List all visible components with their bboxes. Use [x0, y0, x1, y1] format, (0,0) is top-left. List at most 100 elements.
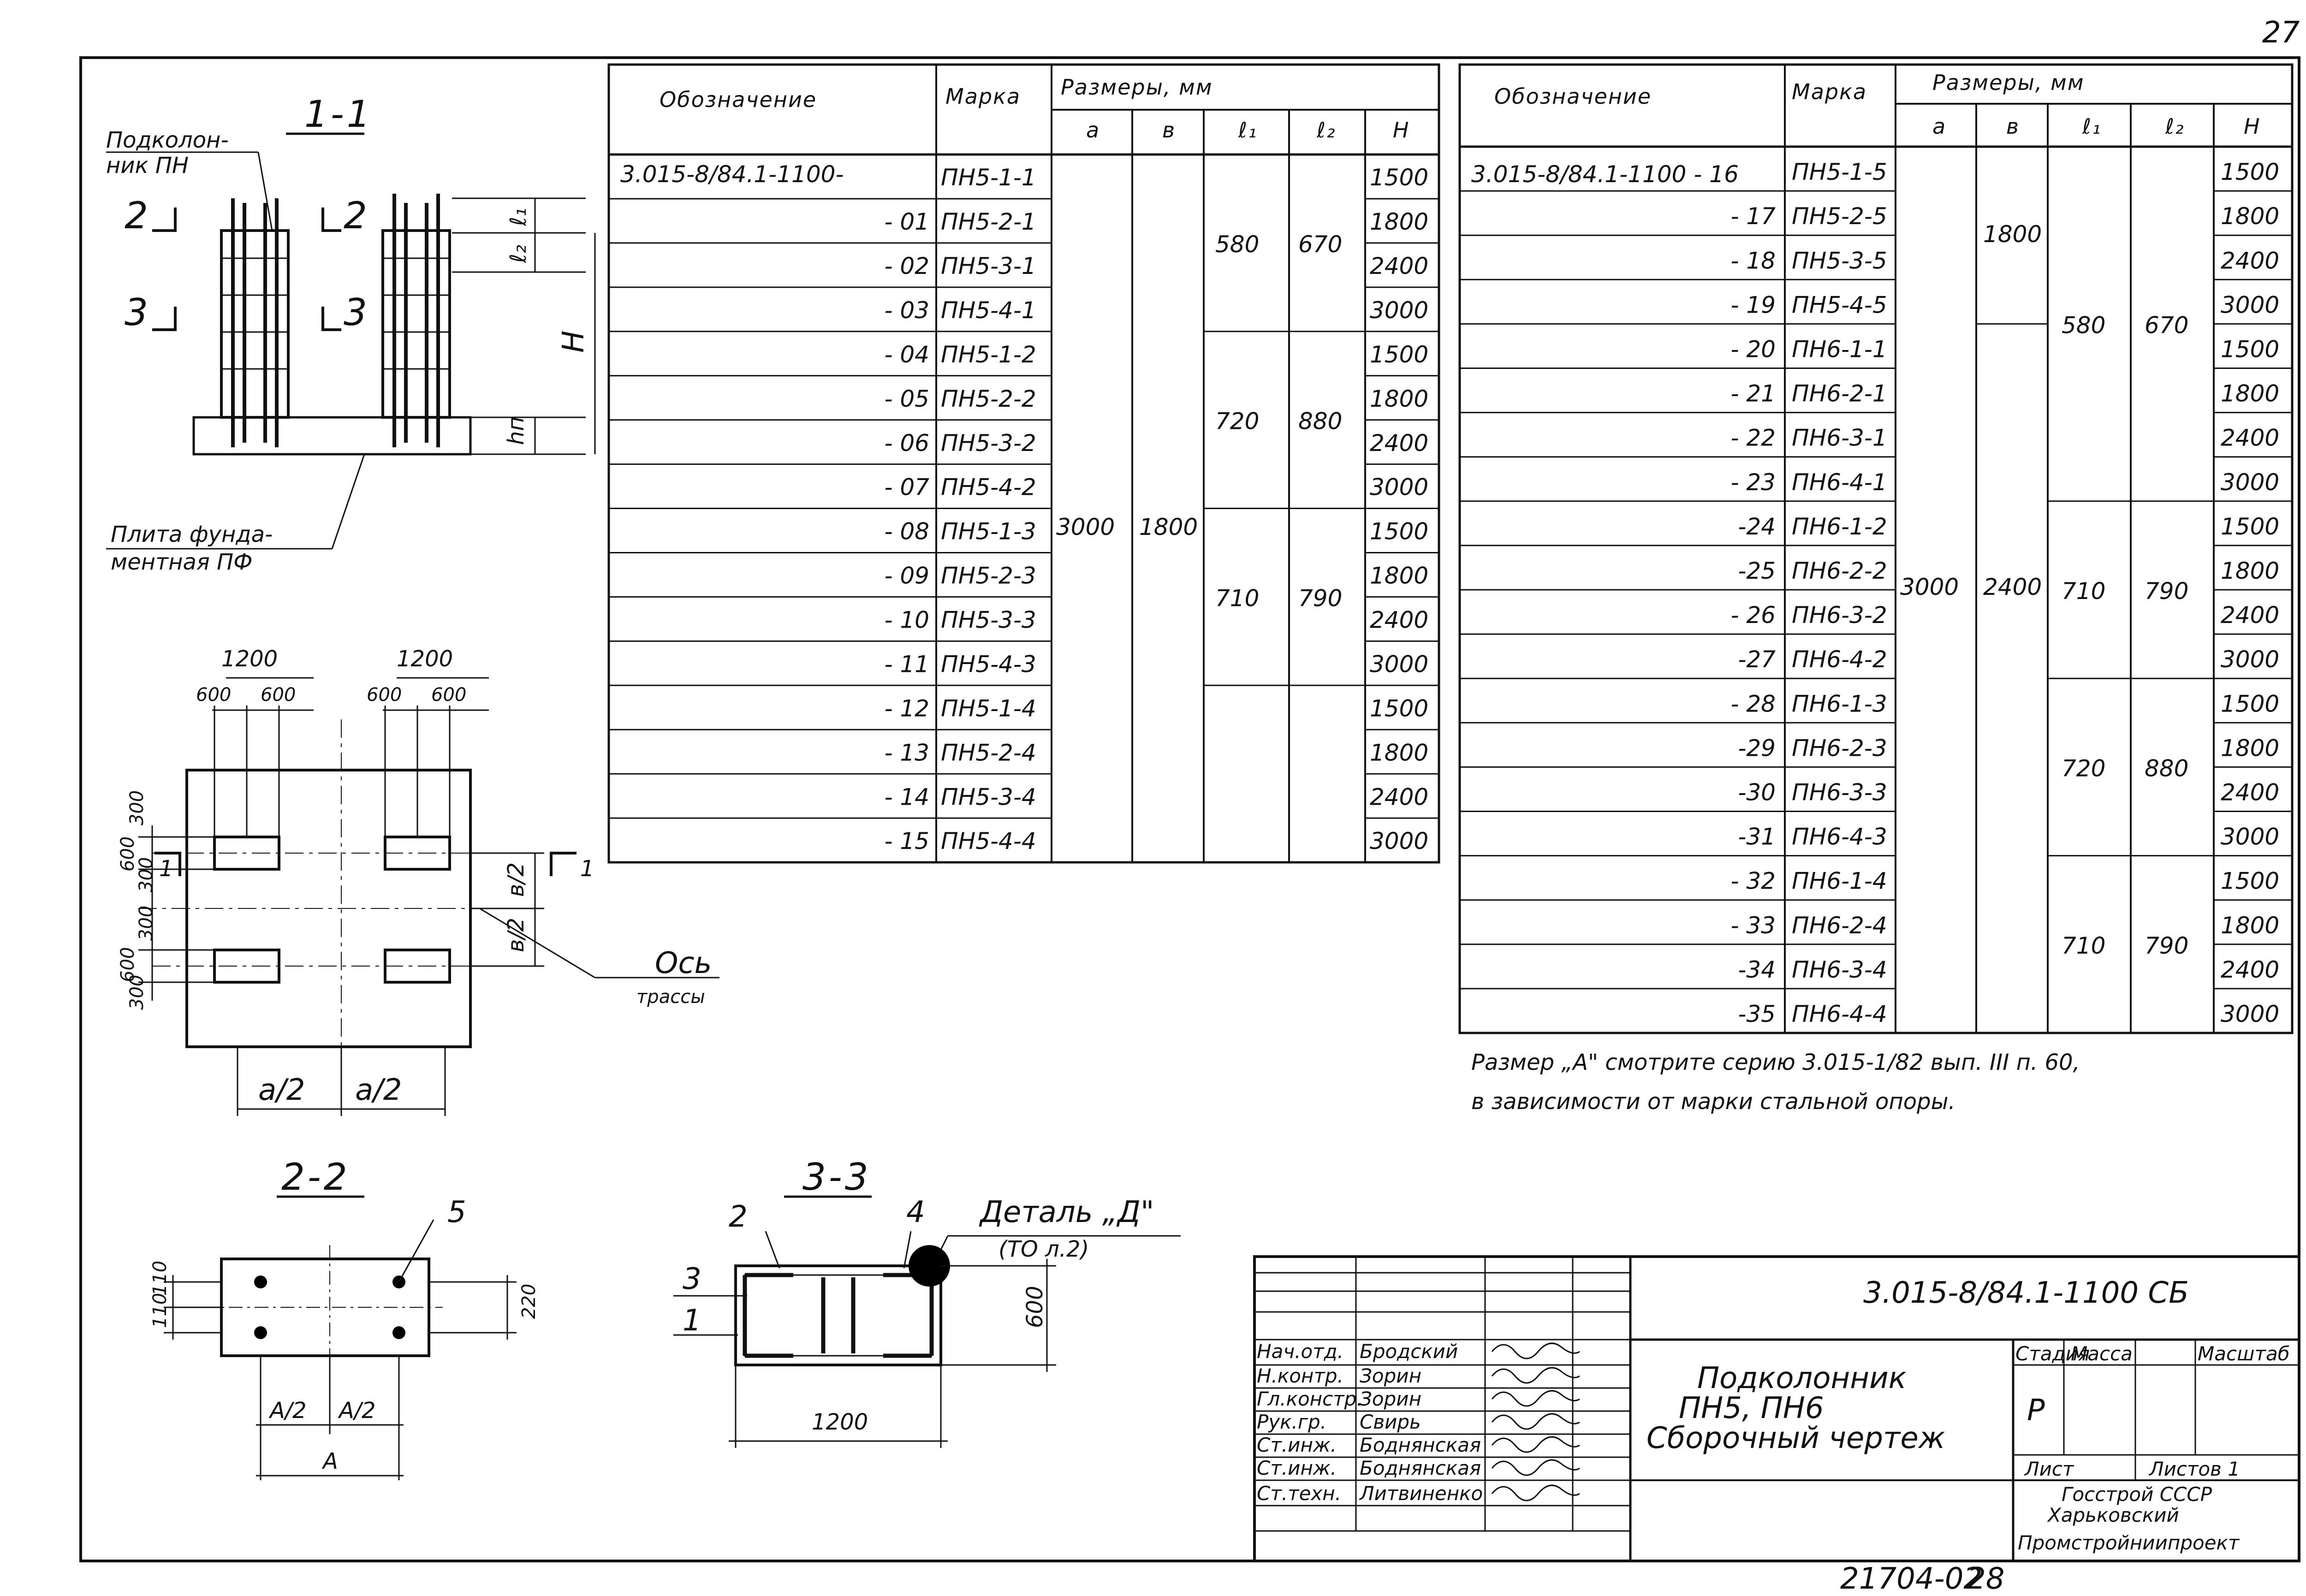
right-row-h: 2400: [2221, 956, 2279, 983]
cut-2-right: 2: [344, 194, 370, 237]
foundation-plan: 1200 1200 600 600 600 600 300 600 300 30…: [117, 646, 719, 1116]
left-row-mark: ПН5-2-4: [941, 739, 1036, 766]
right-row-h: 1500: [2221, 513, 2279, 540]
left-row-h: 2400: [1370, 430, 1428, 457]
section-2-2-dim-A2-left: А/2: [268, 1398, 307, 1424]
left-value-a: 3000: [1056, 514, 1115, 540]
left-row-designation: - 15: [884, 828, 929, 854]
right-row-designation: - 20: [1730, 336, 1776, 362]
left-header-a: а: [1086, 118, 1100, 142]
right-row-mark: ПН6-1-3: [1792, 690, 1887, 717]
signature: [1491, 1459, 1580, 1476]
detail-d-ref: (ТО л.2): [998, 1236, 1089, 1262]
section-2-2-label: 2-2: [281, 1156, 350, 1198]
right-l2-group: 880: [2145, 755, 2188, 782]
right-row-mark: ПН6-2-3: [1792, 735, 1887, 761]
section-2-2-callout-5: 5: [447, 1195, 466, 1229]
right-row-designation: - 19: [1730, 291, 1776, 318]
right-row-designation: - 28: [1730, 690, 1776, 717]
mass-header: Масса: [2071, 1342, 2133, 1365]
left-row-mark: ПН5-3-1: [941, 253, 1036, 279]
right-row-mark: ПН6-1-2: [1792, 513, 1887, 540]
org-line1: Госстрой СССР: [2062, 1483, 2212, 1506]
footer-page: 28: [1967, 1562, 2004, 1596]
title-block: Нач.отд.БродскийН.контр.ЗоринГл.констр.З…: [1253, 1255, 2300, 1562]
right-header-b: в: [2006, 114, 2020, 139]
column-label-line2: ник ПН: [106, 153, 189, 178]
staff-name: Бродский: [1360, 1340, 1458, 1363]
right-l1-group: 710: [2062, 578, 2105, 605]
sheets-label: Листов 1: [2148, 1458, 2240, 1480]
sheet-frame: [79, 56, 2300, 1562]
left-row-mark: ПН5-4-4: [941, 828, 1036, 854]
signature: [1491, 1484, 1580, 1501]
right-row-mark: ПН6-4-1: [1792, 469, 1887, 496]
cut-2-left: 2: [125, 194, 151, 237]
left-l1-group: 720: [1215, 408, 1259, 435]
left-row-mark: ПН5-3-4: [941, 783, 1036, 810]
signature: [1491, 1436, 1580, 1453]
staff-name: Боднянская: [1360, 1434, 1481, 1456]
left-row-mark: ПН5-1-2: [941, 341, 1036, 368]
right-row-mark: ПН5-2-5: [1792, 203, 1887, 230]
left-header-b: в: [1162, 118, 1176, 142]
sheet-number: 27: [2262, 16, 2300, 50]
right-l1-group: 720: [2062, 755, 2105, 782]
left-row-mark: ПН5-4-1: [941, 297, 1036, 324]
dim-l1: ℓ₁: [505, 208, 531, 226]
plan-dim-600-d: 600: [431, 684, 466, 706]
plan-dim-1200-left: 1200: [221, 646, 278, 672]
right-row-mark: ПН6-2-1: [1792, 380, 1887, 407]
right-first-designation: 3.015-8/84.1-1100 - 16: [1471, 161, 1739, 188]
right-row-designation: -31: [1738, 824, 1776, 850]
right-row-designation: -35: [1738, 1001, 1776, 1027]
right-row-mark: ПН6-3-2: [1792, 602, 1887, 629]
plate-label-line1: Плита фунда-: [111, 522, 273, 547]
left-row-designation: - 04: [884, 341, 929, 368]
title-line1: Подколонник: [1697, 1361, 1907, 1395]
right-value-b-bottom: 2400: [1983, 574, 2042, 600]
left-row-mark: ПН5-1-4: [941, 695, 1036, 722]
left-row-h: 3000: [1370, 297, 1428, 324]
right-value-b-top: 1800: [1983, 221, 2042, 248]
section-1-1-label: 1-1: [304, 93, 373, 136]
left-header-l2: ℓ₂: [1316, 118, 1336, 142]
right-row-mark: ПН6-4-3: [1792, 824, 1887, 850]
section-2-2-dim-A2-right: А/2: [338, 1398, 376, 1424]
right-row-h: 2400: [2221, 602, 2279, 629]
stage-value: Р: [2027, 1394, 2045, 1428]
sheet-label: Лист: [2024, 1458, 2074, 1480]
staff-role: Нач.отд.: [1257, 1340, 1343, 1363]
right-l2-group: 670: [2145, 312, 2188, 338]
axis-label-line2: трассы: [636, 986, 705, 1008]
left-row-h: 3000: [1370, 474, 1428, 501]
left-row-designation: - 05: [884, 386, 929, 412]
right-row-h: 1500: [2221, 159, 2279, 185]
right-row-h: 1800: [2221, 912, 2279, 939]
right-row-h: 3000: [2221, 646, 2279, 673]
right-header-mark: Марка: [1792, 79, 1867, 104]
right-row-h: 1800: [2221, 203, 2279, 230]
left-row-designation: - 13: [884, 739, 929, 766]
right-row-h: 3000: [2221, 824, 2279, 850]
left-row-designation: - 12: [884, 695, 929, 722]
right-header-l1: ℓ₁: [2082, 114, 2101, 139]
left-row-h: 1500: [1370, 341, 1428, 368]
left-row-mark: ПН5-2-1: [941, 208, 1036, 235]
left-l1-group: 710: [1215, 585, 1259, 611]
plan-cut-1-right: 1: [580, 856, 594, 882]
title-code: 3.015-8/84.1-1100 СБ: [1863, 1276, 2189, 1310]
right-row-designation: -30: [1738, 779, 1776, 806]
note-line-2: в зависимости от марки стальной опоры.: [1471, 1089, 1955, 1115]
org-line3: Промстройниипроект: [2018, 1531, 2240, 1554]
left-row-mark: ПН5-1-1: [941, 164, 1036, 191]
right-row-mark: ПН6-1-1: [1792, 336, 1887, 362]
left-row-mark: ПН5-3-2: [941, 430, 1036, 457]
plan-dim-a2-right: а/2: [355, 1073, 402, 1107]
right-header-dimensions: Размеры, мм: [1932, 70, 2085, 95]
right-row-mark: ПН6-3-3: [1792, 779, 1887, 806]
left-first-designation: 3.015-8/84.1-1100-: [620, 161, 844, 188]
left-row-h: 3000: [1370, 828, 1428, 854]
section-2-2-dim-110-b: 110: [149, 1293, 171, 1328]
left-l2-group: 790: [1298, 585, 1342, 611]
